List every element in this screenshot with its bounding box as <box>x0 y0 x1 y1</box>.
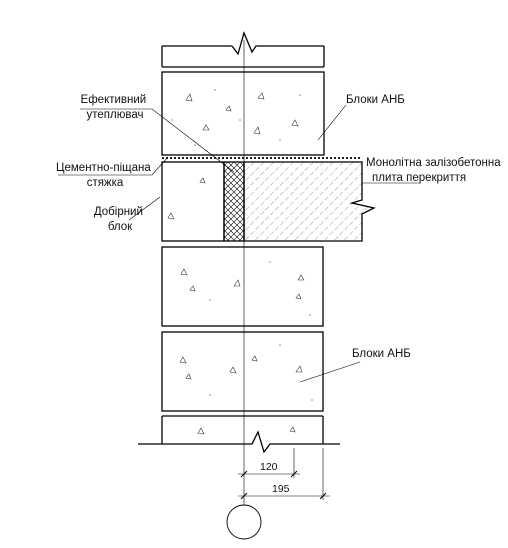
aac-texture-upper <box>171 89 301 146</box>
blocks-top-label: Блоки АНБ <box>346 94 405 106</box>
aac-texture-lower-2 <box>179 344 313 401</box>
aac-block-upper <box>161 71 325 156</box>
bottom-broken-block <box>138 415 340 454</box>
leader-lines <box>58 104 420 383</box>
additional-block-label: Добірний блок <box>94 206 146 233</box>
screed-label: Цементно-піщана стяжка <box>56 162 154 189</box>
aac-block-lower-1 <box>161 246 324 327</box>
dimension-195: 195 <box>238 448 330 500</box>
blocks-bottom-label: Блоки АНБ <box>352 348 411 360</box>
aac-texture-lower-1 <box>180 261 311 316</box>
axis-marker <box>226 504 262 540</box>
aac-block-lower-2 <box>161 331 324 412</box>
slab-label: Монолітна залізобетонна плита перекриття <box>366 157 504 184</box>
dimension-195-label: 195 <box>272 483 290 495</box>
additional-block <box>161 161 225 242</box>
dimension-120: 120 <box>238 448 300 478</box>
monolithic-slab <box>243 161 376 242</box>
dimension-120-label: 120 <box>260 461 278 473</box>
insulation-label: Ефективний утеплювач <box>81 94 150 121</box>
insulation-layer <box>223 161 245 242</box>
top-broken-block <box>161 31 325 68</box>
